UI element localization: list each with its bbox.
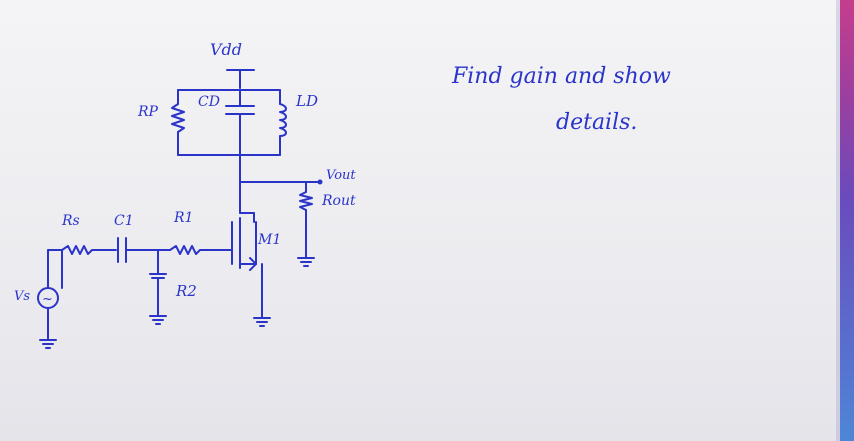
paper-edge-shadow [836, 0, 840, 441]
vs-source [37, 249, 63, 349]
vout-label: Vout [326, 168, 356, 183]
output-node [239, 179, 323, 214]
m1-label: M1 [257, 232, 281, 248]
cd-capacitor [225, 89, 255, 156]
c1-capacitor [117, 237, 171, 263]
r1-resistor [169, 245, 233, 255]
r2-resistor [149, 249, 167, 325]
c1-label: C1 [114, 213, 134, 229]
m1-transistor [231, 212, 271, 327]
r1-label: R1 [173, 210, 193, 226]
vdd-label: Vdd [210, 40, 242, 59]
rs-resistor [61, 245, 117, 255]
vdd-supply [226, 69, 255, 89]
ld-inductor [279, 89, 287, 156]
cd-label: CD [198, 94, 220, 110]
tank-bottom-rail [177, 154, 281, 183]
rout-resistor [297, 181, 315, 267]
r2-label: R2 [175, 282, 197, 300]
question-line-1: Find gain and show [452, 64, 671, 89]
rs-label: Rs [61, 213, 80, 229]
rp-resistor [171, 89, 185, 156]
vs-symbol: ~ [42, 292, 53, 307]
question-line-2: details. [556, 110, 638, 135]
rp-label: RP [137, 104, 159, 120]
ld-label: LD [295, 92, 318, 110]
rout-label: Rout [321, 193, 356, 209]
vs-label: Vs [14, 289, 30, 304]
colored-edge-strip [840, 0, 854, 441]
